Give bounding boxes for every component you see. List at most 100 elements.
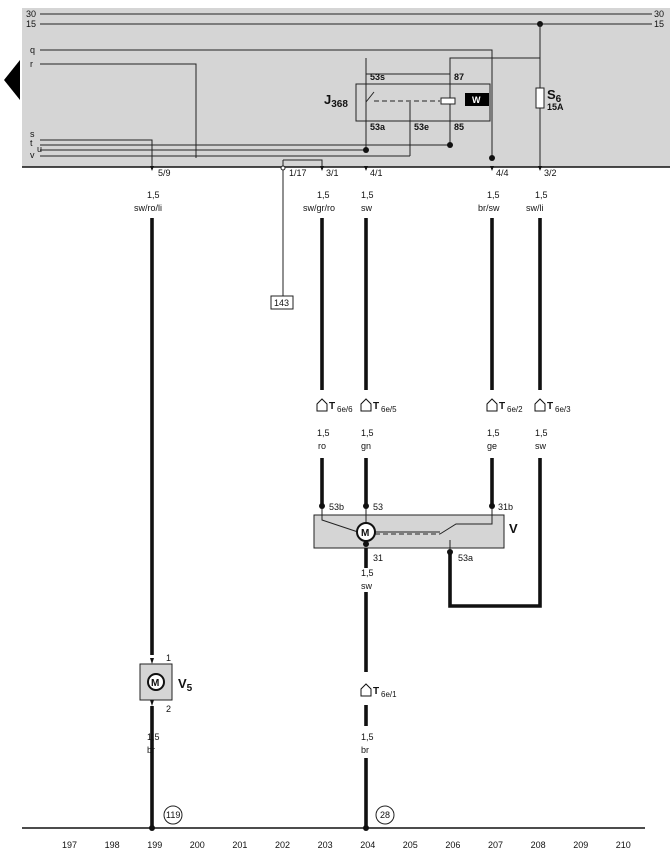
svg-text:6e/6: 6e/6 bbox=[337, 405, 353, 414]
bus-label-u: u bbox=[37, 144, 42, 154]
wire-203-color: sw/gr/ro bbox=[303, 203, 335, 213]
wire-204-color: sw bbox=[361, 203, 373, 213]
wire-203b-size: 1,5 bbox=[317, 428, 330, 438]
connector-4-4: 4/4 bbox=[496, 168, 509, 178]
rail-label-30: 30 bbox=[26, 9, 36, 19]
scale-number: 209 bbox=[573, 840, 588, 850]
ground-point-119-text: 119 bbox=[166, 810, 180, 820]
ground-point-28 bbox=[375, 805, 395, 825]
motor-v-pin-31b: 31b bbox=[498, 502, 513, 512]
rail-label-15-right: 15 bbox=[654, 19, 664, 29]
connector-1-17: 1/17 bbox=[289, 168, 307, 178]
svg-text:6e/2: 6e/2 bbox=[507, 405, 523, 414]
motor-v-pin-53b: 53b bbox=[329, 502, 344, 512]
scale-number: 202 bbox=[275, 840, 290, 850]
svg-text:T: T bbox=[499, 401, 505, 412]
motor-v-pin-53: 53 bbox=[373, 502, 383, 512]
motor-v5-pin-2: 2 bbox=[166, 704, 171, 714]
rail-label-30-right: 30 bbox=[654, 9, 664, 19]
bus-label-t: t bbox=[30, 138, 33, 148]
wiper-motor-v-label: V bbox=[509, 521, 518, 536]
column-scale: 197 198 199 200 201 202 203 204 205 206 207 208 209 2… bbox=[62, 840, 631, 850]
svg-text:T: T bbox=[373, 686, 379, 697]
wire-204-size: 1,5 bbox=[361, 190, 374, 200]
scale-number: 204 bbox=[360, 840, 375, 850]
wire-204c-size: 1,5 bbox=[361, 568, 374, 578]
scale-number: 197 bbox=[62, 840, 77, 850]
wire-199b-size: 1,5 bbox=[147, 732, 160, 742]
wire-204d-size: 1,5 bbox=[361, 732, 374, 742]
scale-number: 205 bbox=[403, 840, 418, 850]
connector-3-2: 3/2 bbox=[544, 168, 557, 178]
bus-label-v: v bbox=[30, 150, 35, 160]
relay-pin-53s: 53s bbox=[370, 72, 385, 82]
motor-v-pin-31: 31 bbox=[373, 553, 383, 563]
scale-number: 207 bbox=[488, 840, 503, 850]
wire-208b-size: 1,5 bbox=[535, 428, 548, 438]
reference-143 bbox=[270, 295, 294, 310]
svg-text:T: T bbox=[373, 401, 379, 412]
relay-badge-text: W bbox=[472, 95, 481, 105]
ground-point-119 bbox=[163, 805, 183, 825]
wire-203b-color: ro bbox=[318, 441, 326, 451]
bus-label-r: r bbox=[30, 59, 33, 69]
scale-number: 208 bbox=[531, 840, 546, 850]
fuse-s6 bbox=[535, 87, 545, 109]
svg-text:6e/5: 6e/5 bbox=[381, 405, 397, 414]
scale-number: 203 bbox=[318, 840, 333, 850]
motor-v5-symbol bbox=[147, 673, 165, 691]
plug-t6e-5: T 6e/5 bbox=[360, 398, 397, 414]
relay-badge bbox=[465, 93, 489, 106]
motor-v5-label: V5 bbox=[178, 676, 193, 694]
relay-pin-87: 87 bbox=[454, 72, 464, 82]
relay-pin-53e: 53e bbox=[414, 122, 429, 132]
motor-v5-m: M bbox=[151, 678, 159, 689]
continuation-arrow-icon bbox=[4, 60, 20, 100]
wire-207-size: 1,5 bbox=[487, 190, 500, 200]
wire-208-color: sw/li bbox=[526, 203, 544, 213]
plug-t6e-2: T 6e/2 bbox=[486, 398, 523, 414]
scale-number: 210 bbox=[616, 840, 631, 850]
reference-143-text: 143 bbox=[274, 298, 289, 308]
wire-204b-size: 1,5 bbox=[361, 428, 374, 438]
bus-label-s: s bbox=[30, 129, 35, 139]
relay-j368-label: J368 bbox=[324, 92, 348, 110]
scale-number: 200 bbox=[190, 840, 205, 850]
scale-number: 198 bbox=[105, 840, 120, 850]
plug-t6e-1: T 6e/1 bbox=[360, 683, 397, 699]
relay-pin-53a: 53a bbox=[370, 122, 386, 132]
bus-label-q: q bbox=[30, 45, 35, 55]
wire-204d-color: br bbox=[361, 745, 369, 755]
rail-label-15: 15 bbox=[26, 19, 36, 29]
wire-199b-color: br bbox=[147, 745, 155, 755]
scale-number: 206 bbox=[445, 840, 460, 850]
fuse-s6-label: S6 bbox=[547, 87, 562, 105]
wire-203-size: 1,5 bbox=[317, 190, 330, 200]
relay-panel bbox=[22, 8, 670, 167]
wire-204c-color: sw bbox=[361, 581, 373, 591]
svg-text:T: T bbox=[547, 401, 553, 412]
relay-j368 bbox=[355, 83, 491, 122]
wire-199-size: 1,5 bbox=[147, 190, 160, 200]
scale-number: 199 bbox=[147, 840, 162, 850]
wire-204b-color: gn bbox=[361, 441, 371, 451]
svg-text:6e/1: 6e/1 bbox=[381, 690, 397, 699]
wire-207b-color: ge bbox=[487, 441, 497, 451]
wire-207b-size: 1,5 bbox=[487, 428, 500, 438]
connector-4-1: 4/1 bbox=[370, 168, 383, 178]
motor-v-m: M bbox=[361, 528, 369, 539]
connector-3-1: 3/1 bbox=[326, 168, 339, 178]
motor-v5-pin-1: 1 bbox=[166, 653, 171, 663]
fuse-s6-rating: 15A bbox=[547, 102, 564, 112]
plug-t6e-6: T 6e/6 bbox=[316, 398, 353, 414]
scale-number: 201 bbox=[232, 840, 247, 850]
connector-5-9: 5/9 bbox=[158, 168, 171, 178]
relay-pin-85: 85 bbox=[454, 122, 464, 132]
ground-point-28-text: 28 bbox=[380, 810, 390, 820]
svg-text:6e/3: 6e/3 bbox=[555, 405, 571, 414]
wire-208-size: 1,5 bbox=[535, 190, 548, 200]
plug-t6e-3: T 6e/3 bbox=[534, 398, 571, 414]
wire-207-color: br/sw bbox=[478, 203, 500, 213]
motor-v-pin-53a: 53a bbox=[458, 553, 473, 563]
